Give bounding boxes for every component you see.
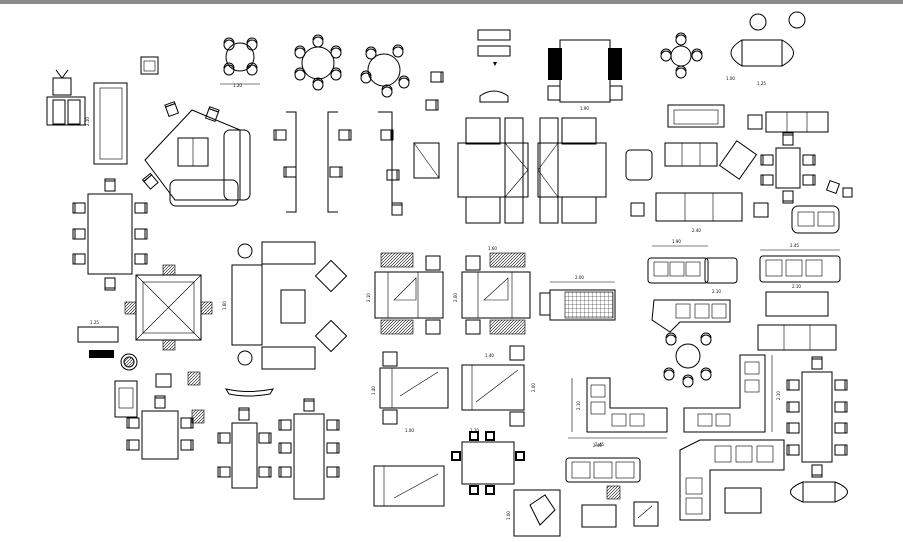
dim-label: 2.00 [575, 275, 584, 280]
dim-label: 1.60 [488, 246, 497, 251]
dim-label: 2.10 [366, 293, 371, 302]
bed-with-rugs-b: 1.60 2.00 [453, 246, 531, 335]
bed-single-top: 1.90 [547, 39, 623, 111]
sofa-stack-right: 2.45 2.10 [757, 243, 841, 351]
dim-label: 2.45 [595, 442, 604, 447]
three-seater-long: 2.40 [630, 192, 769, 233]
dining-table-2-top: 1.00 1.25 [726, 11, 806, 86]
bed-with-rugs-a: 2.10 [366, 252, 444, 335]
corner-sofa-large [679, 439, 785, 521]
dim-label: 1.90 [580, 106, 589, 111]
dining-table-4 [126, 395, 194, 460]
round-table-4-chairs: 1.20 [220, 37, 260, 88]
loveseat-right [791, 205, 840, 234]
coffee-tables [155, 371, 275, 424]
sofa-cushions-left: 1.90 [647, 239, 738, 284]
small-stools-right [825, 179, 853, 198]
dim-label: 2.10 [712, 289, 721, 294]
l-sofa-right: 2.10 [683, 354, 781, 433]
dim-label: 1.60 [222, 301, 227, 310]
dim-label: 1.40 [485, 353, 494, 358]
sofa-row-b [625, 140, 758, 181]
round-table-6 [294, 34, 342, 91]
dining-table-4-right [760, 132, 816, 204]
bed-single-c: 1.40 2.00 [461, 345, 536, 427]
dim-label: 2.40 [593, 443, 602, 448]
dim-label: 1.40 [371, 386, 376, 395]
dim-label: 2.10 [576, 401, 581, 410]
bed-single-b: 1.00 1.40 [371, 351, 449, 433]
dim-label: 1.00 [405, 428, 414, 433]
dining-table-6 [72, 178, 148, 291]
desk-pair-a [273, 111, 352, 213]
dim-label: 1.25 [757, 81, 766, 86]
three-seater-cushions: 2.40 [565, 443, 641, 500]
round-table-5-mid [663, 332, 712, 388]
bed-single-d [373, 465, 445, 507]
desk-pair-b [378, 71, 444, 216]
corner-chair-set: 1.00 [506, 489, 561, 537]
dim-label: 2.45 [790, 243, 799, 248]
corner-sofa-set [142, 101, 251, 207]
dining-table-10 [786, 356, 848, 478]
title-bar [0, 0, 903, 4]
dim-label: 2.40 [692, 228, 701, 233]
square-table-8: 1.20 [451, 428, 525, 495]
sofa-row-a [667, 104, 829, 133]
sectional-curved: 2.10 [651, 289, 731, 333]
pyramid-table [124, 264, 213, 351]
dim-label: 1.00 [506, 511, 511, 520]
tv-unit [46, 69, 86, 126]
dim-label: 2.10 [85, 117, 90, 126]
living-room-set: 1.60 [222, 241, 348, 370]
double-beds-pair [457, 117, 607, 224]
dining-table-6b [217, 407, 272, 489]
dim-label: 1.25 [90, 320, 99, 325]
dining-table-2-bottom [790, 481, 848, 503]
dining-table-8 [278, 398, 340, 500]
sofa-armchairs-top [477, 29, 511, 103]
round-table-4-top [660, 32, 703, 79]
dim-label: 2.00 [531, 383, 536, 392]
tv-cabinet: 1.25 [77, 320, 119, 358]
dim-label: 1.00 [726, 76, 735, 81]
dim-label: 2.00 [453, 293, 458, 302]
bed-grid: 2.00 [539, 275, 616, 321]
dim-label: 2.10 [792, 284, 801, 289]
dim-label: 1.90 [672, 239, 681, 244]
small-tables-bottom [581, 501, 659, 528]
round-table-5 [360, 44, 410, 98]
dim-label: 2.10 [776, 391, 781, 400]
armchair-small [140, 56, 159, 75]
l-sofa-left: 2.45 2.10 [568, 377, 668, 447]
dim-label: 1.20 [233, 83, 242, 88]
sofa-vertical-left: 2.10 [85, 82, 128, 165]
dim-label: 1.20 [470, 428, 479, 433]
round-stool-left [120, 353, 138, 371]
side-unit [114, 380, 138, 418]
